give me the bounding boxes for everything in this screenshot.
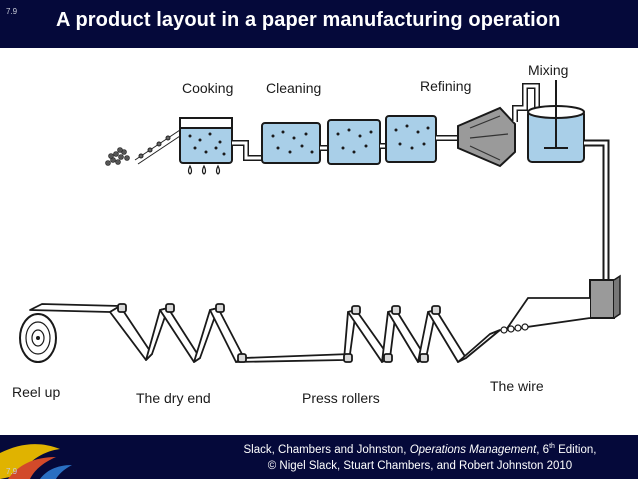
- citation-line-2: © Nigel Slack, Stuart Chambers, and Robe…: [267, 459, 573, 472]
- label-cooking: Cooking: [182, 80, 233, 96]
- citation-authors: Slack, Chambers and Johnston,: [243, 443, 410, 456]
- label-reel-up: Reel up: [12, 384, 60, 400]
- cleaning-tank: [261, 122, 321, 164]
- cooking-tank: [179, 117, 233, 175]
- citation-edition-sup: th: [549, 443, 555, 450]
- cleaning-tank-2: [327, 119, 381, 165]
- mixing-tank: [527, 80, 585, 163]
- label-the-wire: The wire: [490, 378, 544, 394]
- chip-conveyor: [134, 129, 184, 165]
- process-diagram-svg: Cooking Cleaning Refining Mixing The wir…: [12, 62, 621, 406]
- wire-belt: [500, 297, 591, 334]
- refining-tank: [385, 115, 437, 163]
- citation-book-title: Operations Management: [409, 443, 537, 456]
- slide-number-bottom: 7.9: [6, 467, 18, 476]
- label-press-rollers: Press rollers: [302, 390, 380, 406]
- citation-edition-sep: , 6: [536, 443, 550, 456]
- wood-chips-icon: [105, 147, 130, 166]
- paper-web: [29, 303, 501, 363]
- label-mixing: Mixing: [528, 62, 568, 78]
- label-the-dry-end: The dry end: [136, 390, 211, 406]
- slide-title: A product layout in a paper manufacturin…: [56, 9, 561, 31]
- decorative-swirl-icon: [0, 444, 72, 479]
- refiner-cone: [457, 106, 516, 168]
- citation-line-1: Slack, Chambers and Johnston, Operations…: [210, 439, 630, 458]
- label-cleaning: Cleaning: [266, 80, 321, 96]
- paper-process-diagram: Cooking Cleaning Refining Mixing The wir…: [0, 48, 638, 435]
- headbox: [589, 274, 621, 319]
- reel-up-roll: [19, 313, 57, 363]
- citation: Slack, Chambers and Johnston, Operations…: [210, 439, 630, 474]
- label-refining: Refining: [420, 78, 471, 94]
- slide-number-top: 7.9: [6, 7, 18, 16]
- citation-edition-rest: Edition,: [554, 443, 597, 456]
- slide-header: 7.9 A product layout in a paper manufact…: [0, 0, 638, 48]
- slide-footer: 7.9 Slack, Chambers and Johnston, Operat…: [0, 435, 638, 479]
